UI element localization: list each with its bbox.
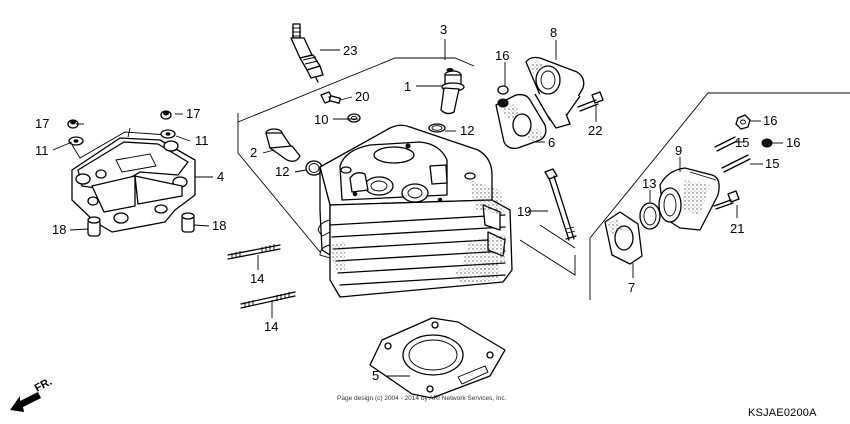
stud-15-upper <box>714 136 738 152</box>
callout-15-upper: 15 <box>735 135 749 150</box>
callout-8: 8 <box>550 25 557 40</box>
bracket-lines-4 <box>71 127 169 159</box>
spark-plug <box>290 23 324 83</box>
bolt-21 <box>713 190 740 210</box>
diagram-code: KSJAE0200A <box>748 407 817 419</box>
callout-14-lower: 14 <box>264 319 278 334</box>
callout-3: 3 <box>440 22 447 37</box>
valve-guide-2 <box>265 128 301 162</box>
callout-11-right: 11 <box>195 133 209 148</box>
dowel-pin-18-left <box>87 216 101 237</box>
nut-17-left <box>67 119 79 129</box>
gasket-6 <box>495 93 547 150</box>
intake-pipe-9 <box>658 167 720 231</box>
stud-15-lower <box>721 154 751 173</box>
nut-16-top <box>497 85 509 108</box>
callout-22: 22 <box>588 123 602 138</box>
callout-18-left: 18 <box>52 222 66 237</box>
callout-13: 13 <box>642 176 656 191</box>
callout-17-left: 17 <box>35 116 49 131</box>
nut-16-upper-right <box>735 114 751 130</box>
callout-15-lower: 15 <box>765 156 779 171</box>
callout-6: 6 <box>548 135 555 150</box>
callout-labels: 17 11 17 11 4 18 18 14 14 2 12 23 20 10 … <box>35 22 800 383</box>
callout-21: 21 <box>730 221 744 236</box>
washer-10 <box>347 113 361 123</box>
washer-11-left <box>68 136 84 146</box>
callout-20: 20 <box>355 89 369 104</box>
nut-16-lower-right <box>761 138 773 148</box>
stud-14-lower <box>240 291 296 309</box>
callout-12-top: 12 <box>460 123 474 138</box>
leader-lines <box>52 39 783 377</box>
callout-16-top: 16 <box>495 48 509 63</box>
callout-23: 23 <box>343 43 357 58</box>
callout-10: 10 <box>314 112 328 127</box>
front-label: FR. <box>33 376 54 395</box>
callout-5: 5 <box>372 368 379 383</box>
insulator-7 <box>604 211 643 265</box>
valve-guide-1 <box>440 68 465 115</box>
washer-11-right <box>160 129 176 139</box>
callout-14-upper: 14 <box>250 271 264 286</box>
callout-19: 19 <box>517 204 531 219</box>
assembly-boundary <box>237 57 576 276</box>
callout-12-left: 12 <box>275 164 289 179</box>
callout-16-upper-right: 16 <box>763 113 777 128</box>
callout-18-right: 18 <box>212 218 226 233</box>
o-ring-12-top <box>428 123 446 133</box>
callout-1: 1 <box>404 79 411 94</box>
head-gasket-5 <box>369 317 506 399</box>
nut-17-right <box>160 110 172 120</box>
front-direction-arrow-icon: FR. <box>10 376 54 412</box>
bolt-20 <box>320 91 341 104</box>
stud-14-upper <box>227 244 281 260</box>
dowel-pin-18-right <box>181 212 195 233</box>
exhaust-port-8 <box>525 56 585 129</box>
callout-9: 9 <box>675 143 682 158</box>
callout-16-lower-right: 16 <box>786 135 800 150</box>
callout-7: 7 <box>628 280 635 295</box>
callout-4: 4 <box>217 169 224 184</box>
cylinder-head <box>317 124 513 298</box>
o-ring-13 <box>639 202 661 230</box>
o-ring-12-left <box>305 160 323 176</box>
rocker-holder-4 <box>71 137 196 233</box>
callout-2: 2 <box>250 145 257 160</box>
callout-11-left: 11 <box>35 143 49 158</box>
copyright-notice: Page design (c) 2004 - 2014 by ARI Netwo… <box>337 395 507 402</box>
bolt-22 <box>577 91 604 112</box>
callout-17-right: 17 <box>186 106 200 121</box>
bolt-19 <box>544 168 577 241</box>
intake-boundary <box>589 92 850 300</box>
